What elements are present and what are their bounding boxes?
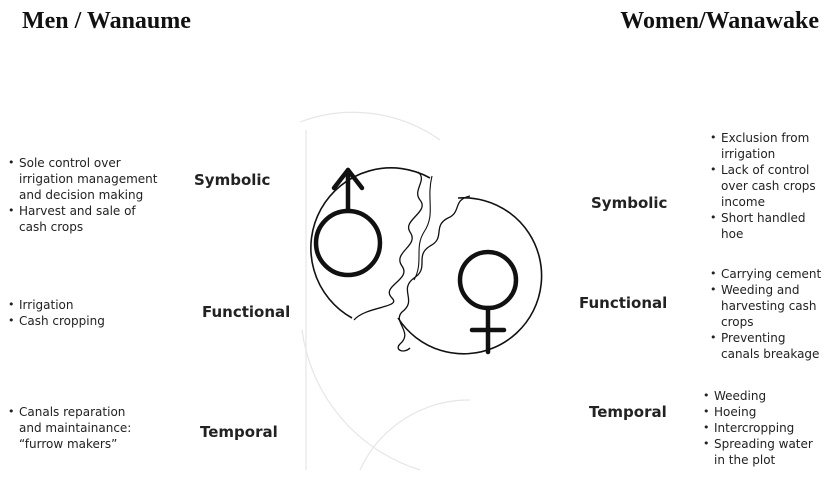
list-item: Intercropping: [703, 420, 821, 436]
women-category-temporal: Temporal: [589, 403, 667, 421]
list-item: Harvest and sale of cash crops: [8, 203, 158, 235]
women-category-functional: Functional: [579, 294, 668, 312]
male-circle-outline: [310, 167, 431, 319]
list-item: Spreading water in the plot: [703, 436, 821, 468]
torn-edge-extra: [413, 175, 433, 281]
list-item: Sole control over irrigation management …: [8, 155, 158, 203]
women-symbolic-list: Exclusion from irrigation Lack of contro…: [710, 130, 820, 242]
list-item: Hoeing: [703, 404, 821, 420]
background-arcs: [299, 111, 471, 471]
torn-edge-left: [353, 171, 423, 321]
torn-edge-right: [397, 195, 471, 352]
list-item: Canals reparation and maintainance: “fur…: [8, 404, 136, 452]
male-symbol-icon: [313, 167, 383, 278]
list-item: Weeding and harvesting cash crops: [710, 282, 823, 330]
men-category-functional: Functional: [202, 303, 291, 321]
list-item: Cash cropping: [8, 313, 158, 329]
list-item: Lack of control over cash crops income: [710, 162, 820, 210]
list-item: Irrigation: [8, 297, 158, 313]
women-functional-list: Carrying cement Weeding and harvesting c…: [710, 266, 823, 362]
list-item: Carrying cement: [710, 266, 823, 282]
men-functional-list: Irrigation Cash cropping: [8, 297, 158, 329]
men-category-temporal: Temporal: [200, 423, 278, 441]
female-circle-outline: [397, 197, 543, 355]
list-item: Preventing canals breakage: [710, 330, 823, 362]
female-symbol-icon: [457, 249, 519, 355]
men-temporal-list: Canals reparation and maintainance: “fur…: [8, 404, 136, 452]
list-item: Weeding: [703, 388, 821, 404]
men-symbolic-list: Sole control over irrigation management …: [8, 155, 158, 235]
women-heading: Women/Wanawake: [620, 8, 819, 34]
list-item: Exclusion from irrigation: [710, 130, 820, 162]
women-temporal-list: Weeding Hoeing Intercropping Spreading w…: [703, 388, 821, 468]
list-item: Short handled hoe: [710, 210, 820, 242]
men-heading: Men / Wanaume: [22, 8, 191, 34]
men-category-symbolic: Symbolic: [194, 171, 271, 189]
women-category-symbolic: Symbolic: [591, 194, 668, 212]
